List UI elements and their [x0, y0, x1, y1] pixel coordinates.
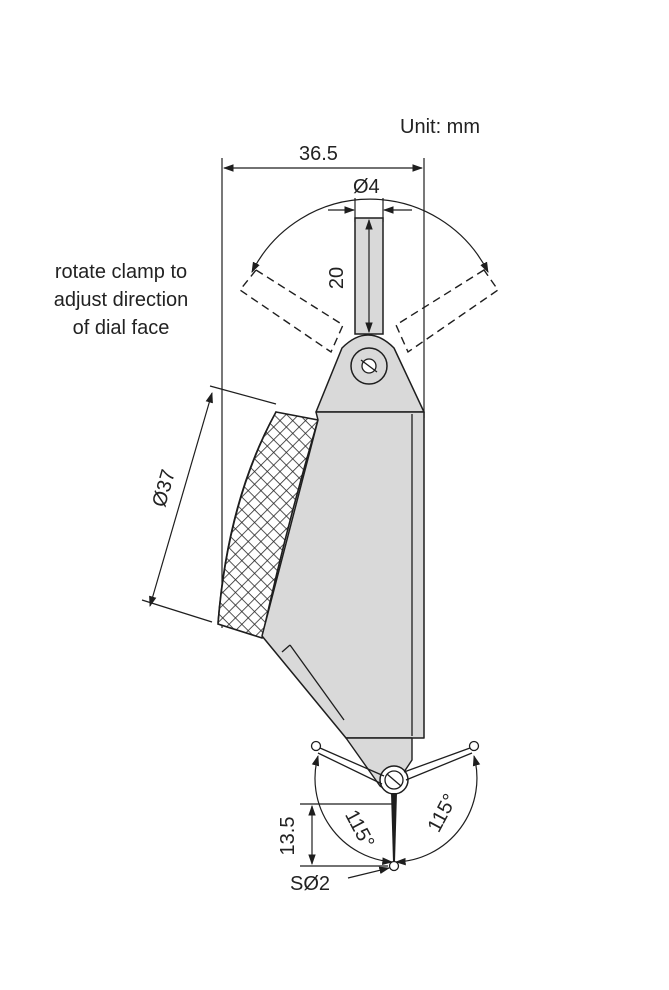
angle-arcs: [311, 754, 481, 866]
note-line-2: adjust direction: [53, 289, 189, 311]
tip-offset-dimension: [300, 803, 392, 867]
angle-right-label: 115°: [424, 790, 462, 836]
ball-diameter-label: SØ2: [290, 873, 331, 895]
tip-offset-label: 13.5: [277, 817, 299, 856]
clamp-head: [315, 334, 425, 413]
rotate-clamp-note: rotate clamp to adjust direction of dial…: [21, 258, 221, 342]
stem: [354, 217, 384, 335]
dashed-stem-left: [238, 269, 344, 354]
rotation-arc: [251, 198, 489, 273]
dashed-stem-right: [395, 269, 499, 354]
note-line-1: rotate clamp to: [54, 261, 188, 283]
dial-diameter-dimension: [141, 385, 277, 623]
unit-label: Unit: mm: [400, 116, 480, 138]
lower-nose: [345, 737, 413, 795]
dial-diameter-label: Ø37: [148, 467, 180, 509]
stem-length-label: 20: [326, 267, 348, 289]
stem-diameter-label: Ø4: [353, 176, 380, 198]
ball-leader: [347, 866, 391, 879]
knurled-bezel: [217, 411, 320, 640]
angle-left-label: 115°: [340, 806, 378, 852]
stylus-right-position: [403, 740, 480, 781]
overall-width-dimension: [221, 158, 425, 628]
note-line-3: of dial face: [72, 317, 170, 339]
overall-width-label: 36.5: [299, 143, 338, 165]
stylus-down: [388, 793, 400, 872]
